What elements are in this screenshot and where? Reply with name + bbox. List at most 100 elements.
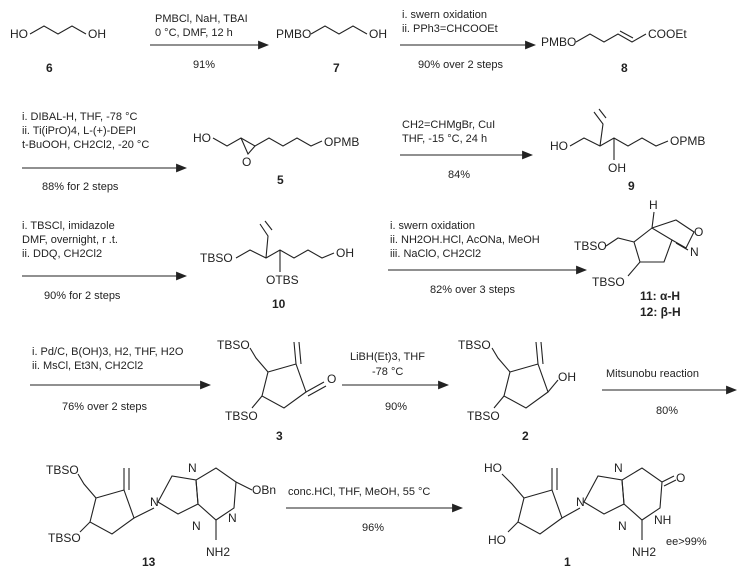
compound-11-n: N <box>690 245 699 259</box>
compound-1-ee: ee>99% <box>666 536 707 548</box>
step7-condition-2: ii. MsCl, Et3N, CH2Cl2 <box>32 360 143 372</box>
compound-1-o-bottom-bond <box>507 521 519 533</box>
compound-11-isoxazoline <box>651 219 695 249</box>
reaction-arrow-8: LiBH(Et)3, THF -78 °C 90% <box>342 351 450 413</box>
compound-11-ch2-top <box>605 237 635 247</box>
compound-3-tbso-top: TBSO <box>217 338 250 352</box>
step7-yield: 76% over 2 steps <box>62 401 147 413</box>
compound-5-ho: HO <box>193 131 211 145</box>
compound-9-vinyl-double <box>598 108 607 119</box>
compound-13-nh2: NH2 <box>206 545 230 559</box>
compound-7-pmbo: PMBO <box>276 27 311 41</box>
compound-9: HO OH OPMB 9 <box>550 108 705 193</box>
compound-2-oh-bond <box>547 379 559 393</box>
compound-11-tbso-bottom: TBSO <box>592 275 625 289</box>
compound-11-12: H O N TBSO TBSO 11: α-H 12: β-H <box>574 198 703 319</box>
compound-3-carbonyl-double <box>307 385 327 397</box>
step1-condition-2: 0 °C, DMF, 12 h <box>155 27 233 39</box>
compound-13-obn-bond <box>235 481 253 491</box>
compound-10-vinyl-double <box>264 220 273 231</box>
step3-condition-1: i. DIBAL-H, THF, -78 °C <box>22 111 137 123</box>
reaction-arrow-4: CH2=CHMgBr, CuI THF, -15 °C, 24 h 84% <box>400 119 534 181</box>
compound-1-ho-bottom: HO <box>488 533 506 547</box>
compound-2-oh: OH <box>558 370 576 384</box>
compound-5: HO O OPMB 5 <box>193 131 359 187</box>
step3-condition-2: ii. Ti(iPrO)4, L-(+)-DEPI <box>22 125 136 137</box>
compound-13-number: 13 <box>142 555 156 569</box>
compound-9-oh: OH <box>608 161 626 175</box>
compound-2-ring <box>503 363 549 409</box>
compound-13-n7: N <box>188 461 197 475</box>
step1-condition-1: PMBCl, NaH, TBAI <box>155 13 248 25</box>
compound-11-h: H <box>649 198 658 212</box>
compound-3-carbonyl <box>305 381 325 393</box>
compound-10-number: 10 <box>272 297 286 311</box>
compound-10-vinyl <box>259 223 269 259</box>
compound-6: HO OH 6 <box>10 25 106 75</box>
compound-8-chain <box>575 33 647 43</box>
compound-1-nh2: NH2 <box>632 545 656 559</box>
step1-yield: 91% <box>193 59 215 71</box>
compound-10-otbs: OTBS <box>266 273 299 287</box>
compound-2-methylene-double <box>540 341 544 365</box>
reaction-arrow-6: i. swern oxidation ii. NH2OH.HCl, AcONa,… <box>388 220 588 296</box>
compound-13-imidazole <box>157 475 199 515</box>
compound-2-number: 2 <box>522 429 529 443</box>
step5-condition-3: ii. DDQ, CH2Cl2 <box>22 248 102 260</box>
step9-yield: 80% <box>656 405 678 417</box>
step4-condition-1: CH2=CHMgBr, CuI <box>402 119 495 131</box>
reaction-arrow-2: i. swern oxidation ii. PPh3=CHCOOEt 90% … <box>400 9 537 71</box>
step8-yield: 90% <box>385 401 407 413</box>
compound-5-chain <box>212 137 323 147</box>
compound-2-tbso-top: TBSO <box>458 338 491 352</box>
compound-13-n1: N <box>228 511 237 525</box>
reaction-arrow-10: conc.HCl, THF, MeOH, 55 °C 96% <box>286 486 464 534</box>
compound-13-n3: N <box>192 519 201 533</box>
compound-10-oh: OH <box>336 246 354 260</box>
compound-11-cn-double <box>675 242 689 251</box>
compound-8-cooet: COOEt <box>648 27 687 41</box>
compound-3-methylene <box>293 341 297 365</box>
compound-13: TBSO TBSO N N N N OBn NH2 13 <box>46 461 276 569</box>
compound-1: HO HO N N N O NH NH2 1 ee>99% <box>484 461 707 569</box>
compound-13-o-bottom-bond <box>79 521 91 533</box>
step10-condition-1: conc.HCl, THF, MeOH, 55 °C <box>288 486 430 498</box>
step3-yield: 88% for 2 steps <box>42 181 119 193</box>
compound-11-o: O <box>694 225 703 239</box>
compound-11-label: 11: α-H <box>640 289 680 303</box>
compound-1-n3: N <box>618 519 627 533</box>
compound-1-ho-top: HO <box>484 461 502 475</box>
compound-1-carbonyl <box>661 475 675 483</box>
compound-7-chain <box>310 25 368 35</box>
compound-13-n9: N <box>150 495 159 509</box>
step2-condition-2: ii. PPh3=CHCOOEt <box>402 23 498 35</box>
compound-13-n9-bond <box>133 507 155 519</box>
compound-2-o-bottom-bond <box>493 395 505 409</box>
step6-condition-3: iii. NaClO, CH2Cl2 <box>390 248 481 260</box>
compound-13-ring <box>89 489 135 535</box>
compound-8-double-bond <box>619 30 634 39</box>
compound-11-h-bond <box>651 211 655 229</box>
compound-6-chain <box>29 25 87 35</box>
compound-3-tbso-bottom: TBSO <box>225 409 258 423</box>
compound-11-tbso-top: TBSO <box>574 239 607 253</box>
reaction-arrow-1: PMBCl, NaH, TBAI 0 °C, DMF, 12 h 91% <box>150 13 270 71</box>
compound-13-obn: OBn <box>252 483 276 497</box>
compound-10-chain <box>235 249 335 259</box>
compound-11-o-bottom-bond <box>627 261 641 277</box>
step6-condition-2: ii. NH2OH.HCl, AcONa, MeOH <box>390 234 540 246</box>
step10-yield: 96% <box>362 522 384 534</box>
compound-2-ch2 <box>491 347 511 373</box>
compound-5-number: 5 <box>277 173 284 187</box>
step6-yield: 82% over 3 steps <box>430 284 515 296</box>
compound-13-tbso-bottom: TBSO <box>48 531 81 545</box>
step9-condition-1: Mitsunobu reaction <box>606 368 699 380</box>
compound-2: OH TBSO TBSO 2 <box>458 338 576 443</box>
step5-yield: 90% for 2 steps <box>44 290 121 302</box>
compound-9-opmb: OPMB <box>670 134 705 148</box>
compound-8-number: 8 <box>621 61 628 75</box>
compound-1-ring <box>517 489 563 535</box>
compound-5-epoxide <box>240 137 256 156</box>
compound-13-ch2 <box>77 473 97 499</box>
